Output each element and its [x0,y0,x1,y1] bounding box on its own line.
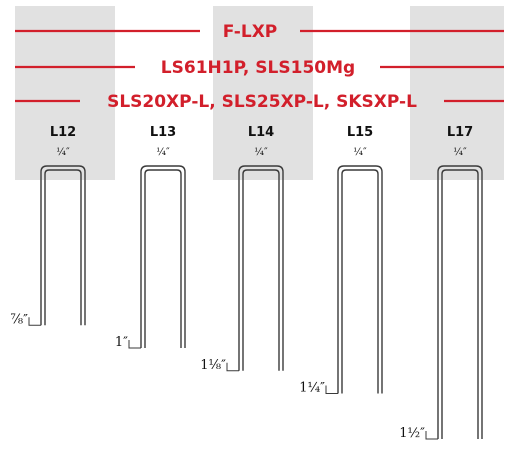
staple-name-l17: L17 [447,125,473,140]
staple-outer-l14 [238,165,284,371]
staple-outer-l12 [40,165,86,326]
crown-width-l14: ¼″ [254,147,268,158]
length-leader-l13 [128,340,141,349]
length-leader-l17 [425,431,438,440]
column-shade-l12 [15,6,115,180]
crown-width-l17: ¼″ [453,147,467,158]
staple-name-l14: L14 [248,125,274,140]
staple-length-l13: 1″ [115,335,128,350]
staple-inner-l17 [441,169,479,439]
band-label-2: LS61H1P, SLS150Mg [161,58,355,78]
staple-inner-l14 [242,169,280,371]
column-shade-l14 [213,6,313,180]
staple-name-l15: L15 [347,125,373,140]
staple-length-l12: ⅞″ [11,312,29,327]
staple-outer-l13 [140,165,186,348]
column-shade-l17 [410,6,504,180]
staple-inner-l12 [44,169,82,326]
length-leader-l12 [28,317,41,326]
length-leader-l15 [325,385,338,394]
crown-width-l15: ¼″ [353,147,367,158]
band-label-3: SLS20XP-L, SLS25XP-L, SKSXP-L [107,92,417,112]
length-leader-l14 [226,362,239,372]
staple-outer-l17 [437,165,483,439]
staple-inner-l15 [341,169,379,394]
staple-outer-l15 [337,165,383,394]
staple-name-l12: L12 [50,125,76,140]
staple-inner-l13 [144,169,182,348]
staple-name-l13: L13 [150,125,176,140]
band-label-1: F-LXP [223,22,278,42]
staple-length-l14: 1⅛″ [200,358,226,373]
staple-length-l15: 1¼″ [299,381,325,396]
crown-width-l12: ¼″ [56,147,70,158]
crown-width-l13: ¼″ [156,147,170,158]
staple-length-l17: 1½″ [399,426,425,441]
